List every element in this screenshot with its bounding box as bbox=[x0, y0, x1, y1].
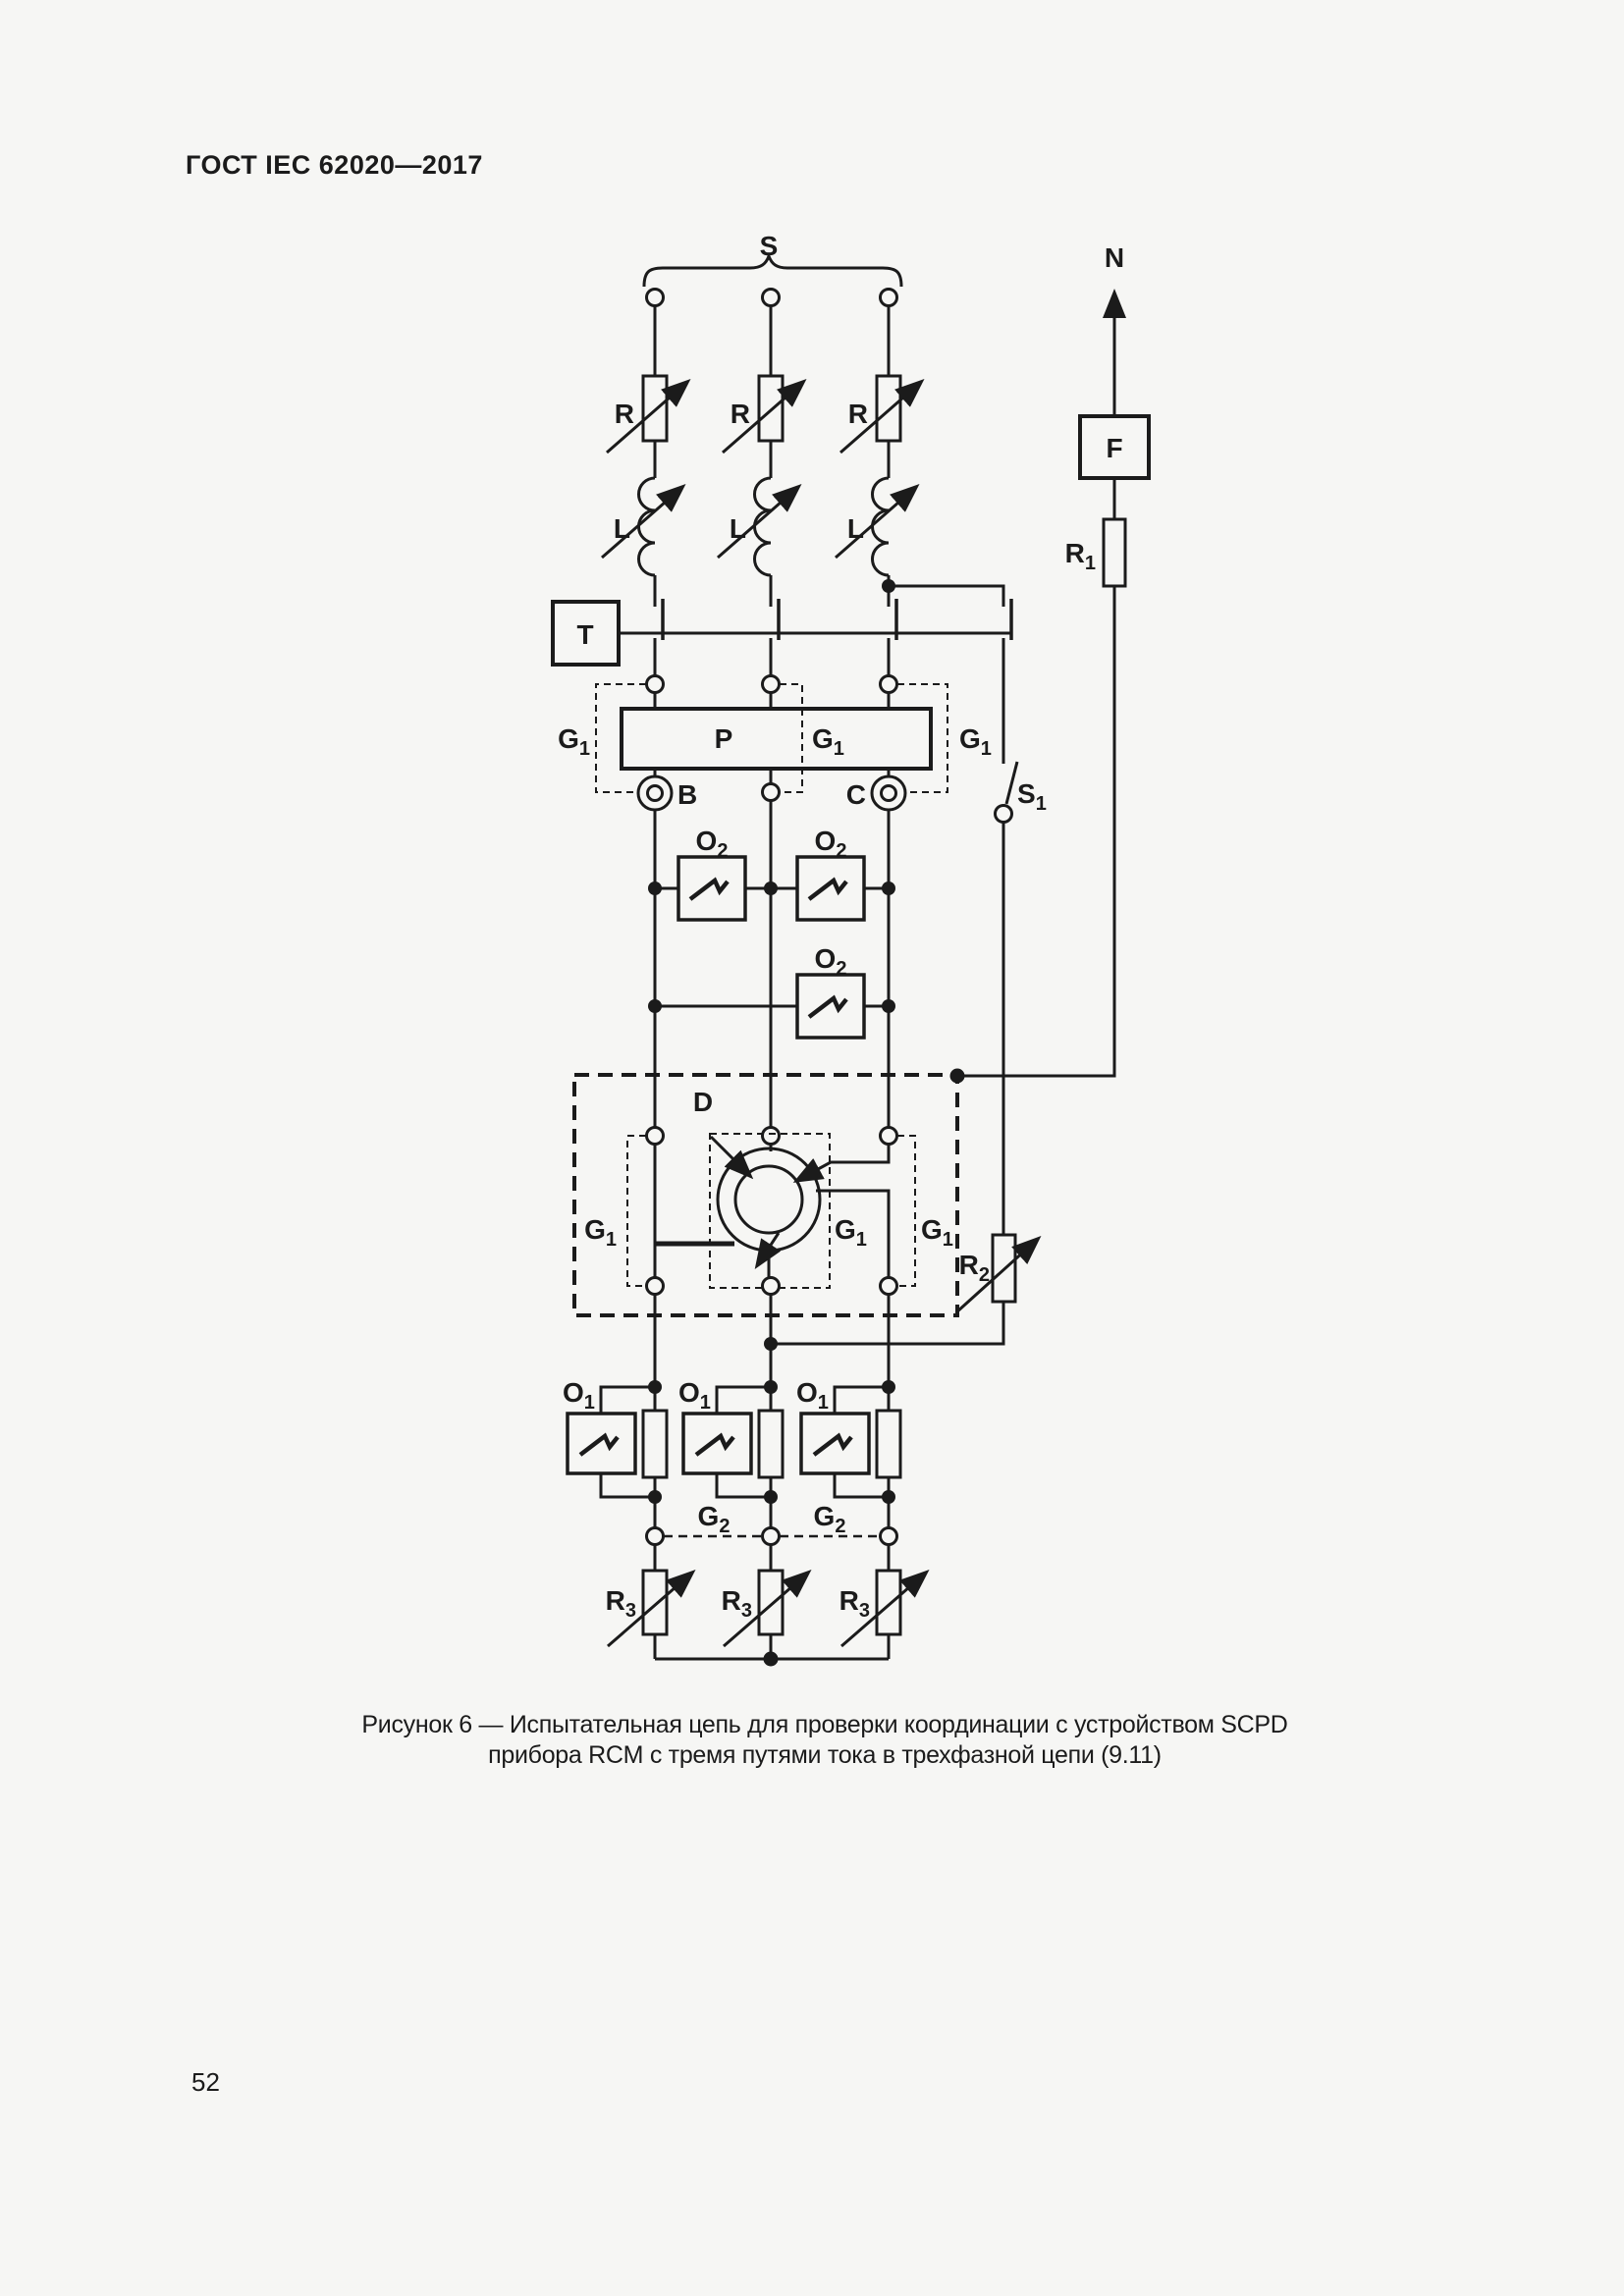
label-R1: R1 bbox=[1065, 538, 1096, 574]
variable-resistor-R3-group: R3 R3 R3 bbox=[606, 1569, 930, 1648]
label-O2-1: O2 bbox=[696, 826, 729, 862]
label-R3-3: R3 bbox=[839, 1585, 870, 1622]
label-R2-phase: R bbox=[731, 399, 750, 429]
g2-terminal-row: G2 G2 bbox=[645, 1501, 898, 1546]
label-G1-d-right: G1 bbox=[921, 1214, 953, 1251]
label-G1-left: G1 bbox=[558, 723, 590, 760]
waveform-icon bbox=[578, 1432, 620, 1457]
shunt-resistor bbox=[875, 1409, 902, 1479]
variable-resistor-R-group: R R R bbox=[606, 374, 925, 454]
supply-terminals bbox=[645, 288, 898, 307]
label-O1-2: O1 bbox=[678, 1377, 711, 1414]
waveform-icon bbox=[812, 1432, 853, 1457]
label-R1-phase: R bbox=[615, 399, 634, 429]
label-T: T bbox=[576, 619, 593, 650]
label-L3: L bbox=[847, 513, 864, 544]
variable-inductor-L-group: L L L bbox=[601, 476, 920, 577]
page-header-title: ГОСТ IEC 62020—2017 bbox=[186, 150, 483, 180]
resistor-R1-box bbox=[1102, 517, 1127, 588]
device-P-box bbox=[620, 707, 933, 771]
switch-drive-T-box bbox=[551, 600, 621, 667]
fuse-F-box bbox=[1078, 414, 1151, 480]
label-R2: R2 bbox=[959, 1250, 990, 1286]
detector-D-section: D G1 G1 G1 bbox=[572, 1073, 959, 1317]
label-O1-1: O1 bbox=[563, 1377, 595, 1414]
label-N: N bbox=[1105, 242, 1124, 273]
waveform-icon bbox=[694, 1432, 735, 1457]
label-G1-right: G1 bbox=[959, 723, 992, 760]
shunt-resistor bbox=[641, 1409, 669, 1479]
label-F: F bbox=[1106, 433, 1122, 463]
variable-arrow-icon bbox=[606, 379, 925, 454]
junction-dots bbox=[648, 579, 965, 1667]
variable-arrow-icon bbox=[601, 484, 920, 560]
figure-caption-line1: Рисунок 6 — Испытательная цепь для прове… bbox=[361, 1711, 1288, 1738]
figure-caption-line2: прибора RCM с тремя путями тока в трехфа… bbox=[488, 1741, 1162, 1769]
figure-caption: Рисунок 6 — Испытательная цепь для прове… bbox=[164, 1710, 1486, 1771]
label-R3-2: R3 bbox=[722, 1585, 752, 1622]
label-S: S bbox=[760, 231, 779, 261]
device-P-section: P G1 G1 G1 B C bbox=[558, 674, 992, 812]
test-switch-T: T bbox=[551, 599, 1013, 667]
label-S1: S1 bbox=[1017, 778, 1047, 815]
label-G1-d-left: G1 bbox=[584, 1214, 617, 1251]
oscilloscope-O2-group: O2 O2 O2 bbox=[677, 826, 866, 1040]
switch-S1: S1 bbox=[994, 761, 1047, 824]
label-L2: L bbox=[730, 513, 746, 544]
label-G1-d-mid: G1 bbox=[835, 1214, 867, 1251]
label-G1-mid: G1 bbox=[812, 723, 844, 760]
variable-resistor-R2: R2 bbox=[954, 1233, 1042, 1314]
label-R3-1: R3 bbox=[606, 1585, 636, 1622]
label-C: C bbox=[846, 779, 866, 810]
label-P: P bbox=[715, 723, 733, 754]
label-G2-1: G2 bbox=[698, 1501, 731, 1537]
variable-arrow-icon bbox=[954, 1235, 1042, 1314]
page-number: 52 bbox=[191, 2067, 220, 2097]
neutral-branch: N F R1 bbox=[957, 242, 1151, 1078]
label-L1: L bbox=[614, 513, 630, 544]
supply-brace bbox=[642, 251, 903, 288]
label-G2-2: G2 bbox=[814, 1501, 846, 1537]
label-R3-phase: R bbox=[848, 399, 868, 429]
waveform-icon bbox=[807, 994, 848, 1019]
label-B: B bbox=[677, 779, 697, 810]
shunt-resistor bbox=[757, 1409, 785, 1479]
variable-arrow-icon bbox=[607, 1570, 930, 1648]
oscilloscope-O1-group: O1 O1 O1 bbox=[563, 1377, 902, 1499]
label-D: D bbox=[693, 1087, 713, 1117]
waveform-icon bbox=[688, 877, 730, 901]
label-O2-2: O2 bbox=[815, 826, 847, 862]
label-O1-3: O1 bbox=[796, 1377, 829, 1414]
waveform-icon bbox=[807, 877, 848, 901]
toroid-core-icon bbox=[653, 1135, 891, 1277]
label-O2-3: O2 bbox=[815, 943, 847, 980]
